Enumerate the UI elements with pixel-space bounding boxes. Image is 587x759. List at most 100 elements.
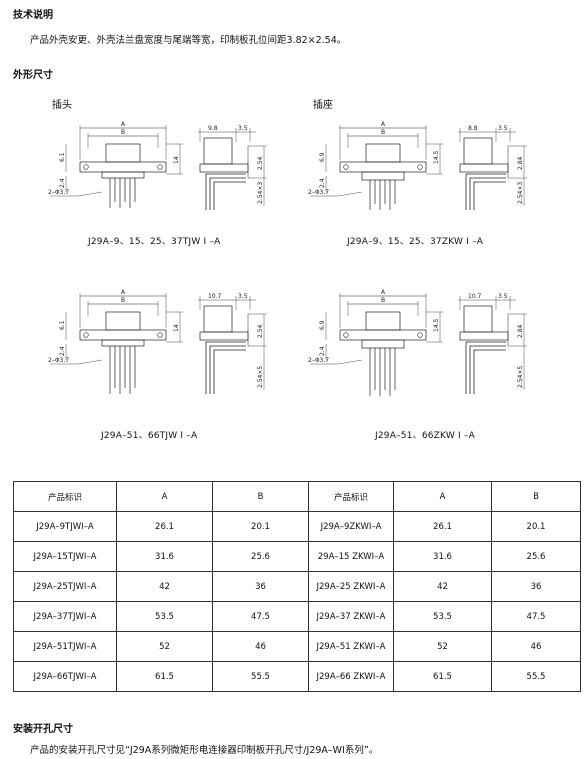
dim-label-a: A: [381, 289, 386, 296]
plug-label: 插头: [52, 100, 72, 111]
pcb-tail: [213, 181, 246, 210]
table-cell: 25.6: [491, 541, 581, 572]
table-cell: 53.5: [393, 601, 492, 632]
dim-label-b: B: [381, 297, 385, 304]
dim-label-a: A: [121, 289, 126, 296]
dim-label-h2: 14.5: [433, 150, 440, 164]
pcb-tail: [209, 177, 246, 210]
side-flange: [199, 163, 249, 173]
pcb-tail: [473, 181, 506, 210]
dim-label-v1: 2.54: [257, 324, 264, 338]
table-cell: 46: [212, 631, 309, 662]
connector-insulator: [101, 339, 145, 347]
pcb-tail: [213, 349, 246, 394]
side-shell: [463, 305, 493, 333]
mounting-hole: [343, 164, 349, 170]
table-cell: 42: [393, 571, 492, 602]
connector-flange: [79, 329, 167, 341]
table-row: J29A–51TJWI–A 52 46 J29A–51 ZKWI–A 52 46: [13, 631, 581, 662]
table-header-row: 产品标识 A B 产品标识 A B: [13, 481, 581, 512]
mounting-hole: [417, 332, 423, 338]
dim-label-w: 9.8: [208, 125, 218, 132]
table-row: J29A–15TJWI–A 31.6 25.6 29A–15 ZKWI–A 31…: [13, 541, 581, 572]
table-row: J29A–9TJWI–A 26.1 20.1 J29A–9ZKWI–A 26.1…: [13, 511, 581, 542]
header-b-left: B: [212, 481, 309, 512]
pcb-tail: [209, 345, 246, 394]
dim-label-hole: 2–Φ3.7: [308, 189, 329, 196]
connector-insulator: [361, 339, 405, 349]
table-cell: 42: [116, 571, 213, 602]
table-cell: J29A–15TJWI–A: [13, 541, 117, 572]
mounting-heading: 安装开孔尺寸: [13, 724, 73, 735]
table-cell: J29A–37TJWI–A: [13, 601, 117, 632]
connector-flange: [79, 161, 167, 173]
connector-flange: [339, 329, 427, 341]
pcb-tail: [465, 173, 506, 210]
dim-label-v2: 2.54×5: [517, 366, 524, 388]
table-cell: 46: [491, 631, 581, 662]
dim-label-w: 8.8: [468, 125, 478, 132]
table-cell: 61.5: [116, 661, 213, 692]
dim-label-v2: 2.54×3: [257, 182, 264, 204]
dim-label-hole: 2–Φ3.7: [48, 357, 69, 364]
connector-shell: [105, 311, 141, 331]
side-flange: [199, 331, 249, 341]
table-cell: 29A–15 ZKWI–A: [308, 541, 394, 572]
table-cell: 31.6: [116, 541, 213, 572]
mounting-hole: [343, 332, 349, 338]
table-row: J29A–66TJWI–A 61.5 55.5 J29A–66 ZKWI–A 6…: [13, 661, 581, 692]
dim-label-g: 2.4: [319, 178, 326, 188]
connector-shell: [365, 143, 401, 163]
dim-label-h1: 6.9: [319, 152, 326, 162]
connector-shell: [365, 311, 401, 331]
dim-label-a: A: [121, 121, 126, 128]
dim-label-h1: 6.9: [319, 320, 326, 330]
table-cell: 52: [393, 631, 492, 662]
table-cell: 36: [212, 571, 309, 602]
dim-label-h2: 14: [173, 156, 180, 164]
table-cell: 52: [116, 631, 213, 662]
pcb-tail: [205, 173, 246, 210]
side-shell: [203, 137, 233, 165]
dim-label-w: 10.7: [208, 293, 222, 300]
caption-plug-small: J29A–9、15、25、37TJW I –A: [88, 237, 221, 247]
table-cell: 31.6: [393, 541, 492, 572]
dim-label-p: 3.5: [498, 125, 508, 132]
table-cell: J29A–37 ZKWI–A: [308, 601, 394, 632]
dim-label-h2: 14: [173, 324, 180, 332]
caption-socket-large: J29A–51、66ZKW I –A: [375, 431, 475, 441]
side-shell: [463, 137, 493, 165]
dim-label-g: 2.4: [59, 346, 66, 356]
table-cell: 53.5: [116, 601, 213, 632]
mounting-hole: [157, 332, 163, 338]
table-cell: J29A–9ZKWI–A: [308, 511, 394, 542]
dim-label-h2: 14.5: [433, 318, 440, 332]
header-product-id-left: 产品标识: [13, 481, 117, 512]
table-cell: 25.6: [212, 541, 309, 572]
side-flange: [459, 331, 509, 341]
connector-insulator: [361, 171, 405, 181]
table-cell: 20.1: [491, 511, 581, 542]
leader-line: [337, 359, 363, 365]
pcb-tail: [205, 341, 246, 394]
table-cell: 47.5: [491, 601, 581, 632]
mounting-hole: [83, 164, 89, 170]
table-cell: J29A–66TJWI–A: [13, 661, 117, 692]
table-cell: 26.1: [393, 511, 492, 542]
side-shell: [203, 305, 233, 333]
side-flange: [459, 163, 509, 173]
dim-label-h1: 6.1: [59, 320, 66, 330]
tech-notes-heading: 技术说明: [13, 10, 53, 21]
leader-line: [77, 359, 103, 365]
table-cell: 55.5: [491, 661, 581, 692]
mounting-hole: [157, 164, 163, 170]
table-cell: 26.1: [116, 511, 213, 542]
dim-label-v1: 2.84: [517, 156, 524, 170]
table-cell: 47.5: [212, 601, 309, 632]
table-cell: 20.1: [212, 511, 309, 542]
leader-line: [337, 191, 363, 197]
table-cell: 61.5: [393, 661, 492, 692]
dim-label-g: 2.4: [319, 346, 326, 356]
dim-label-a: A: [381, 121, 386, 128]
